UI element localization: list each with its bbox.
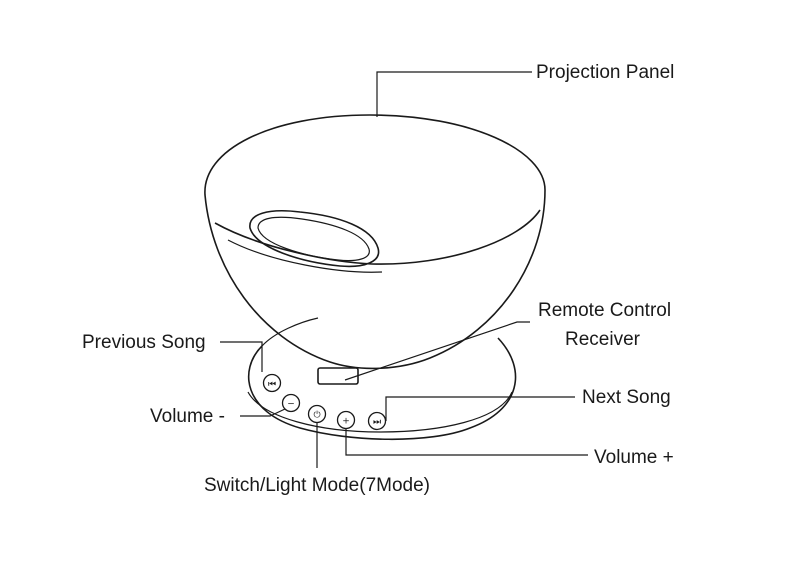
button-previous[interactable]: ⏮: [262, 373, 282, 393]
dome-handle: [249, 209, 380, 268]
plus-icon: +: [342, 417, 350, 427]
label-next-song: Next Song: [582, 387, 671, 408]
switch-light-mode-button[interactable]: [307, 404, 327, 424]
leader-projection-panel: [376, 71, 532, 117]
next-icon: ⏭: [373, 418, 381, 428]
leader-previous-song: [220, 341, 263, 372]
base: [247, 317, 517, 441]
previous-icon: ⏮: [268, 380, 276, 390]
volume-plus-button[interactable]: [336, 410, 356, 430]
base-outline: [247, 337, 517, 441]
label-switch-light-mode: Switch/Light Mode(7Mode): [204, 475, 430, 496]
leader-remote-receiver: [344, 321, 530, 381]
dome-outline: [204, 114, 546, 370]
label-volume-plus: Volume +: [594, 447, 674, 468]
label-volume-minus: Volume -: [150, 406, 225, 427]
label-remote-receiver-2: Receiver: [565, 329, 641, 350]
leader-volume-minus: [240, 408, 286, 417]
label-projection-panel: Projection Panel: [536, 62, 674, 83]
leader-lines: [220, 71, 588, 468]
leader-volume-plus: [345, 429, 588, 456]
previous-song-button[interactable]: [262, 373, 282, 393]
base-top-edge: [261, 317, 319, 347]
handle-inner: [257, 216, 370, 262]
volume-minus-button[interactable]: [281, 393, 301, 413]
power-icon: ⏻: [313, 410, 320, 421]
dome-rim-inner: [227, 239, 383, 273]
leader-next-song: [385, 396, 575, 421]
receiver-window: [317, 367, 359, 385]
button-power[interactable]: ⏻: [307, 404, 327, 424]
minus-icon: −: [287, 400, 295, 410]
label-remote-receiver-1: Remote Control: [538, 300, 671, 321]
label-previous-song: Previous Song: [82, 332, 206, 353]
base-rim: [247, 391, 513, 433]
button-volume-plus[interactable]: +: [336, 410, 356, 430]
button-volume-minus[interactable]: −: [281, 393, 301, 413]
button-next[interactable]: ⏭: [367, 411, 387, 431]
handle-outer: [249, 209, 380, 268]
